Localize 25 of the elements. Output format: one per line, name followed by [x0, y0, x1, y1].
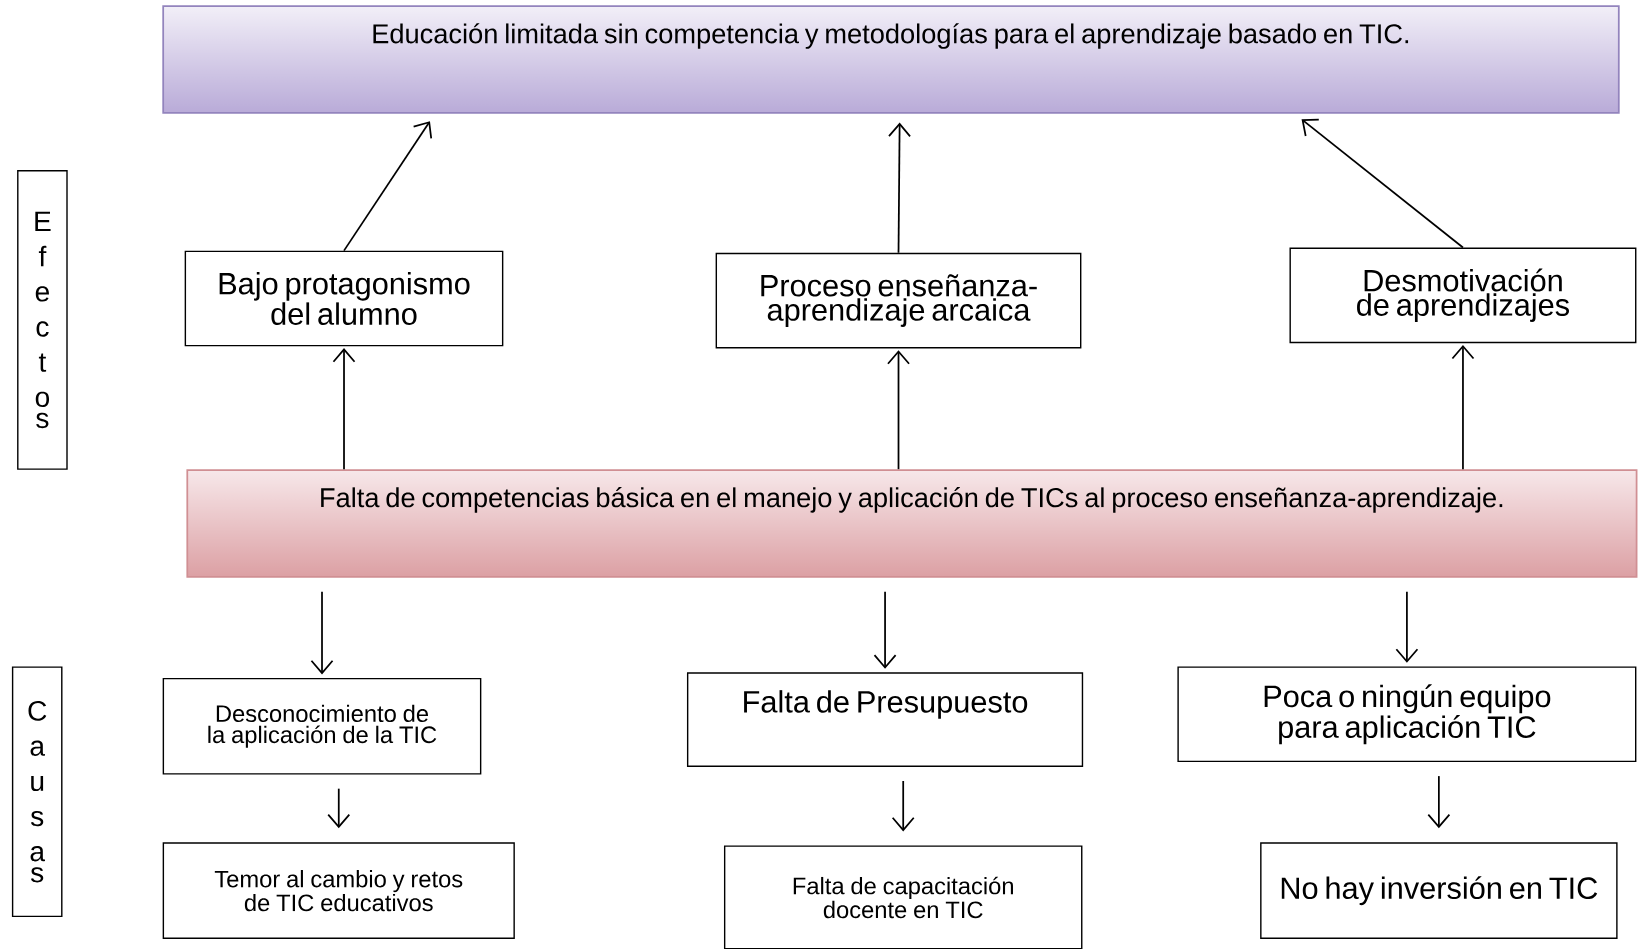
arrow: [1427, 775, 1451, 829]
arrow: [873, 590, 897, 669]
arrow: [1451, 344, 1475, 471]
text-box: Desconocimiento de la aplicación de la TIC: [162, 677, 482, 775]
text-box: Desmotivación de aprendizajes: [1289, 247, 1637, 344]
arrow: [332, 348, 356, 471]
arrow: [887, 350, 910, 471]
arrow: [1395, 590, 1419, 663]
arrow: [888, 122, 911, 254]
vertical-label-box: Causas: [11, 666, 63, 918]
text-box: Poca o ningún equipo para aplicación TIC: [1177, 666, 1637, 763]
arrow: [891, 780, 915, 832]
text-box: Falta de capacitación docente en TIC: [723, 845, 1083, 949]
vertical-label-box: Efectos: [17, 169, 68, 470]
effect-banner: Educación limitada sin competencia y metodologías para el aprendizaje basado en TIC.: [162, 5, 1620, 114]
text-box: Temor al cambio y retos de TIC educativos: [162, 842, 515, 939]
arrow: [343, 121, 433, 252]
arrow: [1301, 118, 1464, 249]
text-box: Proceso enseñanza-aprendizaje arcaica: [715, 252, 1082, 349]
arrow: [327, 787, 351, 829]
text-box: Falta de Presupuesto: [686, 672, 1084, 767]
text-box: Bajo protagonismo del alumno: [184, 250, 504, 347]
text-box: No hay inversión en TIC: [1260, 842, 1618, 939]
arrow: [310, 590, 334, 675]
problem-banner: Falta de competencias básica en el manejo y aplicación de TICs al proceso enseñanza-aprendizaje.: [186, 469, 1638, 578]
